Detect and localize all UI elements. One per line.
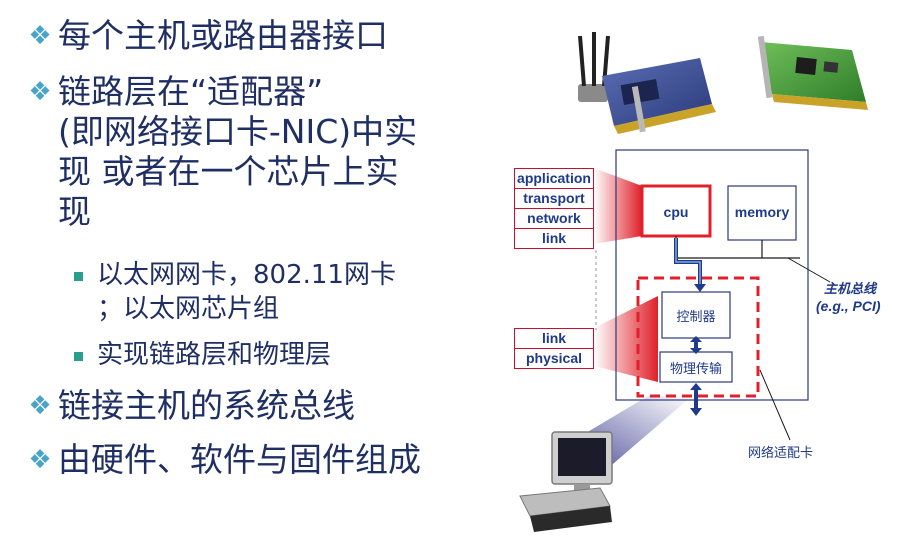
stack-layer-network: network xyxy=(515,209,593,229)
square-bullet-icon xyxy=(74,272,83,281)
diamond-bullet-icon: ❖ xyxy=(28,445,52,475)
wireless-nic-card-icon xyxy=(578,32,716,134)
phy-wire-arrow xyxy=(690,383,702,416)
controller-phy-arrow xyxy=(690,336,702,354)
bullet-text: 每个主机或路由器接口 xyxy=(58,16,388,55)
host-bus-label: 主机总线 xyxy=(824,282,877,297)
bullet-text-line: 现 xyxy=(58,192,91,231)
subbullet-text-line: 以太网网卡，802.11网卡 xyxy=(97,260,396,290)
host-bus-example: (e.g., PCI) xyxy=(816,298,881,314)
diamond-bullet-icon: ❖ xyxy=(28,21,52,51)
stack-layer-physical: physical xyxy=(525,350,583,366)
beam-bottom-red xyxy=(594,296,658,382)
bullet-text-line: 现 或者在一个芯片上实 xyxy=(58,152,399,191)
desktop-computer-icon xyxy=(519,431,613,532)
subbullet-1: 以太网网卡，802.11网卡 ；以太网芯片组 xyxy=(74,258,396,326)
ethernet-nic-card-icon xyxy=(757,35,868,110)
memory-label: memory xyxy=(734,204,790,220)
subbullet-2: 实现链路层和物理层 xyxy=(74,338,331,372)
bullet-text-line: (即网络接口卡-NIC)中实 xyxy=(58,112,418,151)
stack-layer-transport: transport xyxy=(515,189,593,209)
protocol-stack-top: application transport network link xyxy=(514,168,594,249)
square-bullet-icon xyxy=(74,352,83,361)
bullet-4: ❖ 由硬件、软件与固件组成 xyxy=(22,440,421,480)
bullet-2: ❖ 链路层在“适配器” (即网络接口卡-NIC)中实 现 或者在一个芯片上实 现 xyxy=(22,72,417,232)
controller-label: 控制器 xyxy=(676,310,716,325)
bullet-text: 链接主机的系统总线 xyxy=(58,386,355,425)
bullet-3: ❖ 链接主机的系统总线 xyxy=(22,386,355,426)
cpu-label: cpu xyxy=(663,204,689,220)
protocol-stack-bottom: link physical xyxy=(514,328,594,369)
subbullet-text-line: ；以太网芯片组 xyxy=(97,294,280,324)
stack-layer-link: link xyxy=(541,230,567,246)
stack-layer-application: application xyxy=(515,169,593,189)
phy-label: 物理传输 xyxy=(669,362,722,377)
bullet-text-line: 链路层在“适配器” xyxy=(58,72,324,111)
controller-box xyxy=(661,291,731,339)
adapter-label: 网络适配卡 xyxy=(748,446,814,461)
subbullet-text-line: 实现链路层和物理层 xyxy=(97,340,332,370)
stack-layer-link: link xyxy=(515,329,593,349)
diamond-bullet-icon: ❖ xyxy=(28,391,52,421)
cpu-box xyxy=(640,184,712,238)
host-box xyxy=(615,149,809,401)
bullet-text: 由硬件、软件与固件组成 xyxy=(58,440,421,479)
beam-top-red xyxy=(594,168,642,244)
bullet-1: ❖ 每个主机或路由器接口 xyxy=(22,16,388,56)
memory-box xyxy=(727,185,797,241)
diamond-bullet-icon: ❖ xyxy=(28,77,52,107)
